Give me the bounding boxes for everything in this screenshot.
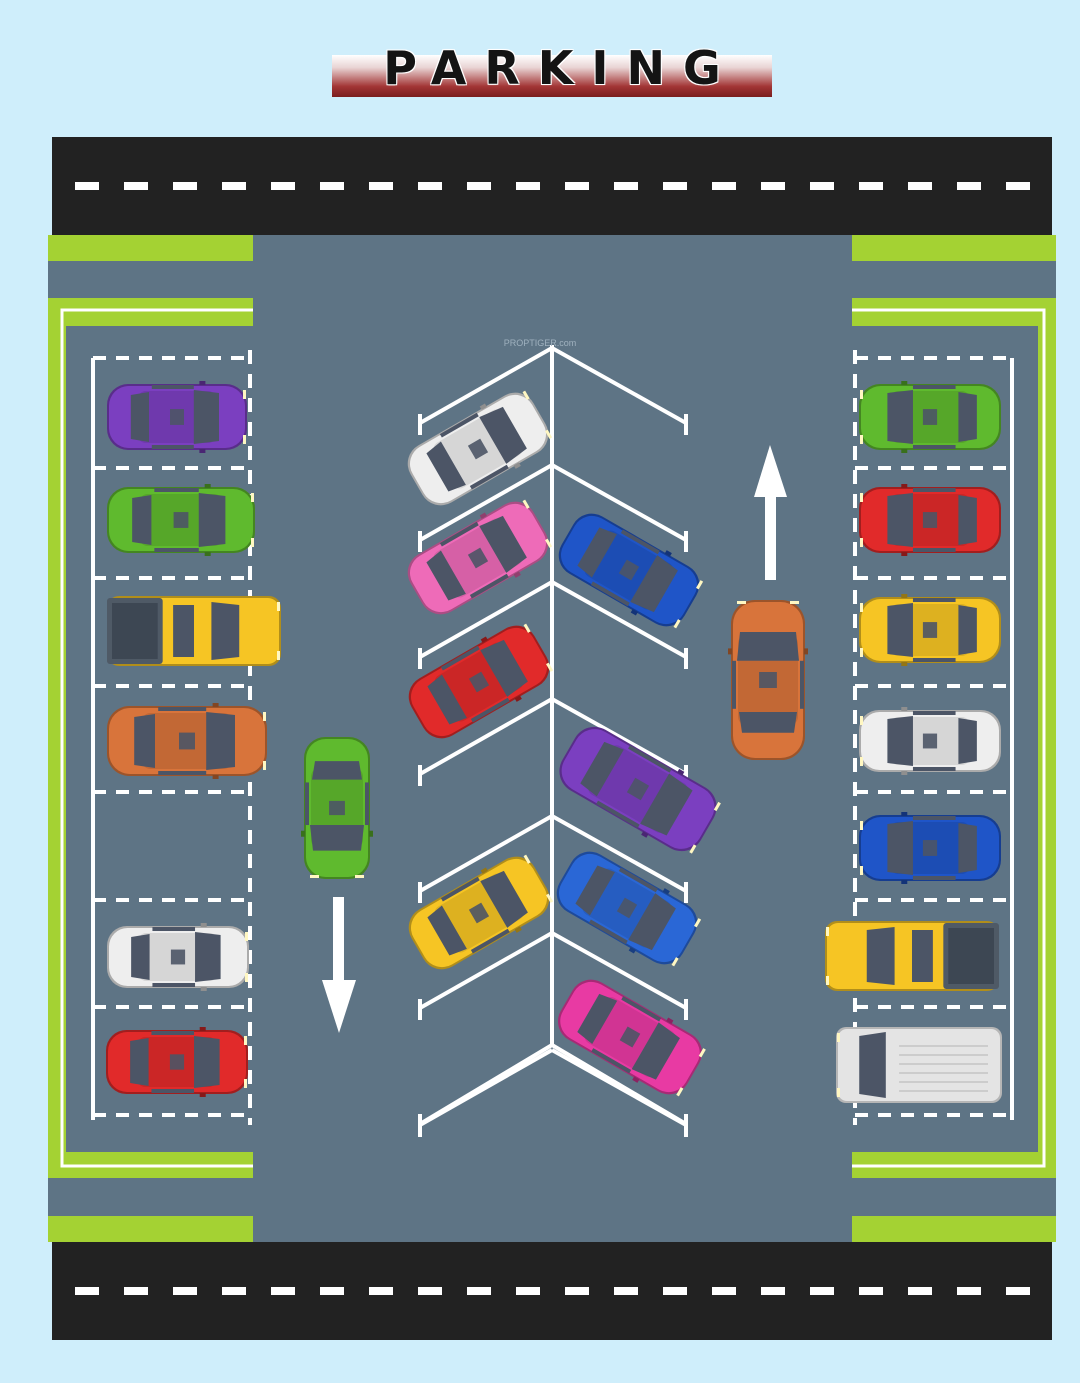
left-lot-car-red-car-icon: [106, 1027, 248, 1097]
bottom-road: [52, 1242, 1052, 1340]
right-lot-car-white-car-icon: [859, 707, 1001, 775]
left-lot-car-white-car-icon: [107, 923, 249, 991]
left-lot-car-green-car-icon: [107, 484, 255, 556]
curb-bottom-right: [852, 1216, 1056, 1242]
angled-car-blue-1-car-icon: [558, 513, 704, 629]
right-lot-pickup-yellow-pickup-truck-icon: [825, 921, 999, 991]
title-banner: [332, 55, 772, 97]
curb-top-left: [48, 235, 253, 261]
angled-car-pink-1-car-icon: [407, 499, 553, 615]
top-road: [52, 137, 1052, 235]
moving-car-green-car-icon: [301, 737, 373, 879]
angled-car-red-car-icon: [408, 623, 554, 739]
right-parking-bays: [853, 350, 1014, 1125]
curb-left-entry-top: [48, 298, 253, 326]
left-lot-pickup-yellow-pickup-truck-icon: [107, 596, 281, 666]
right-lot-car-yellow-car-icon: [859, 594, 1001, 666]
curb-outlines: [60, 308, 1046, 1168]
right-lot-car-red-car-icon: [859, 484, 1001, 556]
left-lot-car-orange-car-icon: [107, 703, 267, 779]
curb-right-side: [1038, 298, 1056, 1178]
curb-right-entry-top: [852, 298, 1056, 326]
curb-top-right: [852, 235, 1056, 261]
left-lot-car-purple-car-icon: [107, 381, 247, 453]
watermark: PROPTIGER.com: [504, 338, 577, 348]
right-lot-car-blue-car-icon: [859, 812, 1001, 884]
angled-parking-bays: [418, 345, 688, 1137]
page-title: PARKING: [383, 41, 739, 95]
angled-car-blue-2-car-icon: [556, 851, 702, 967]
arrow-up-icon: [754, 445, 787, 580]
angled-car-pink-2-car-icon: [558, 979, 706, 1097]
angled-car-yellow-car-icon: [408, 854, 554, 970]
vehicles: [106, 381, 1002, 1103]
angled-car-purple-car-icon: [559, 726, 721, 854]
curb-bottom-left: [48, 1216, 253, 1242]
right-lot-van-white-van-icon: [836, 1027, 1002, 1103]
right-lot-car-green-car-icon: [859, 381, 1001, 453]
moving-car-orange-car-icon: [728, 600, 808, 760]
arrow-down-icon: [322, 897, 356, 1033]
angled-car-white-car-icon: [407, 390, 553, 506]
